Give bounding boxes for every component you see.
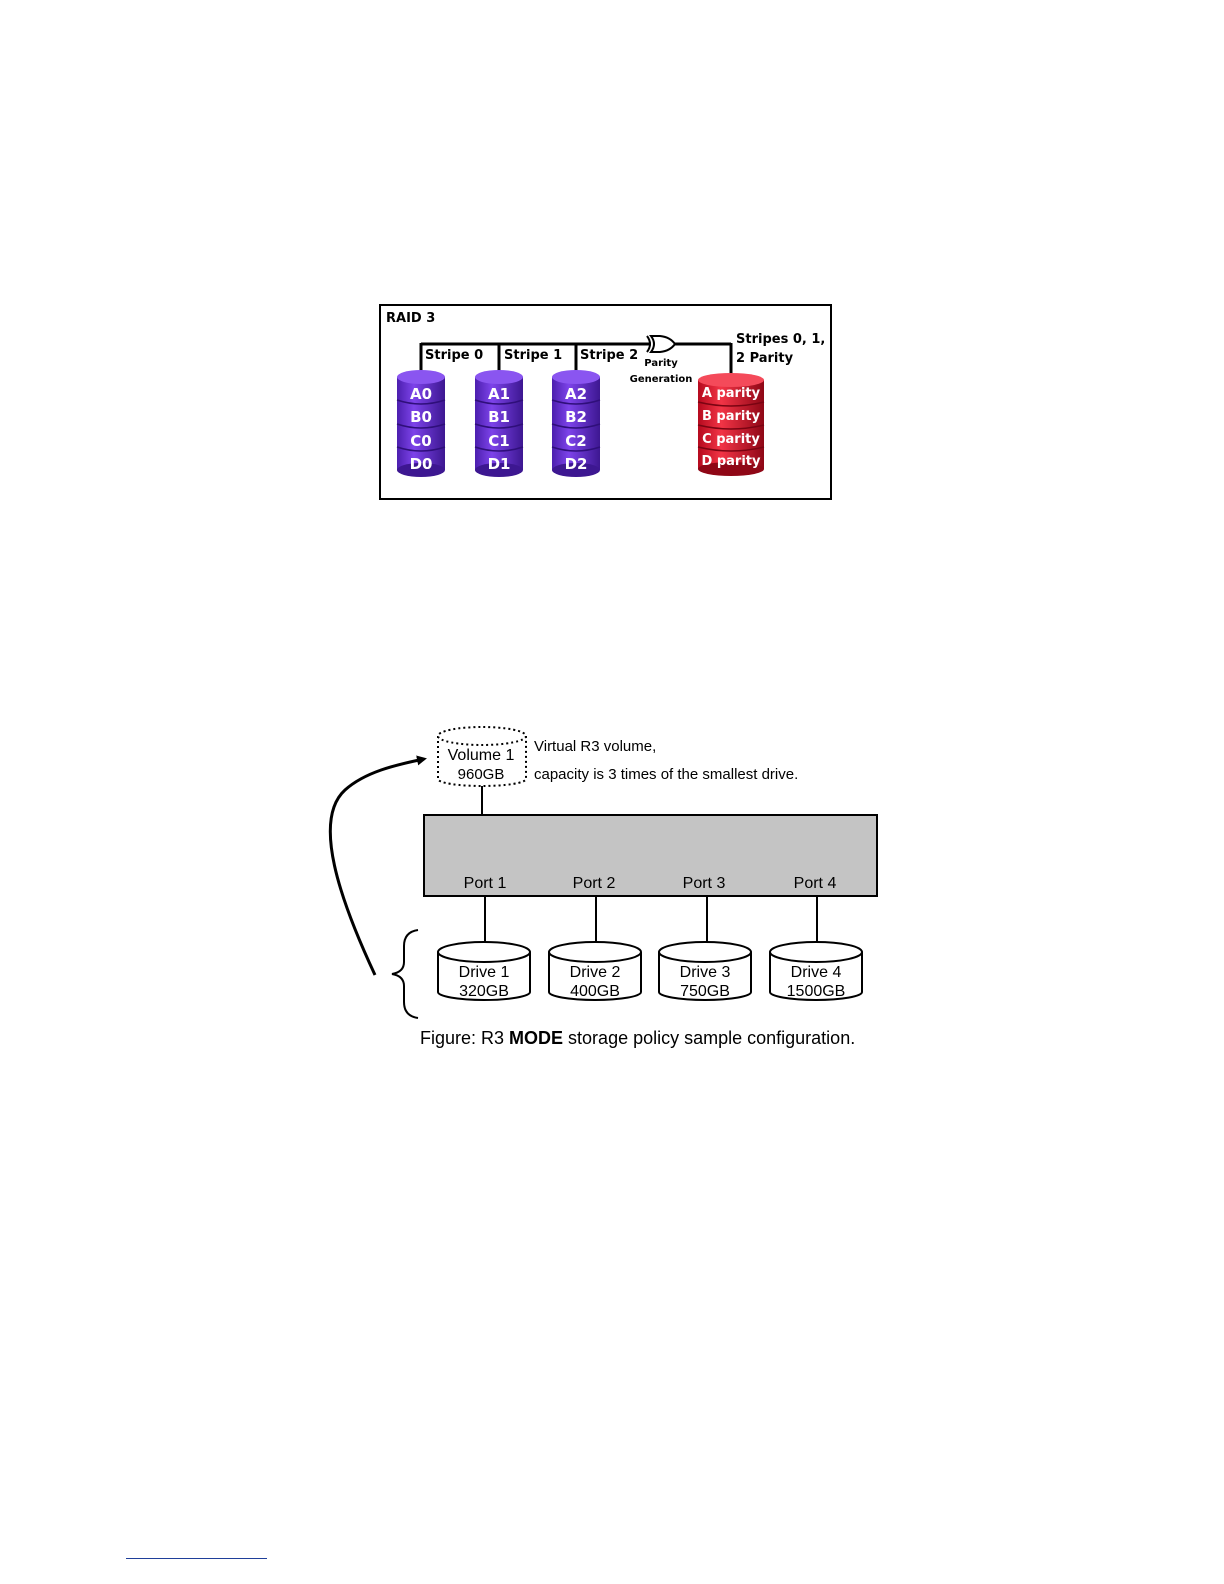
parity-block: D parity — [702, 454, 761, 469]
data-disk-2: A2 B2 C2 D2 — [551, 370, 601, 477]
volume-capacity: 960GB — [458, 766, 505, 783]
disk-body — [551, 370, 601, 477]
caption-suffix: storage policy sample configuration. — [563, 1028, 855, 1048]
data-disk-0: A0 B0 C0 D0 — [396, 370, 446, 477]
stripe-label-1: Stripe 1 — [504, 348, 562, 363]
disk-block: D0 — [410, 455, 433, 473]
parity-block: B parity — [702, 409, 761, 424]
caption-bold: MODE — [509, 1028, 563, 1048]
footnote-rule — [126, 1558, 267, 1559]
drive-capacity: 400GB — [570, 983, 620, 1000]
drive-3 — [658, 941, 752, 1001]
drive-capacity: 750GB — [680, 983, 730, 1000]
disk-block: C1 — [488, 432, 509, 450]
drive-name: Drive 1 — [459, 964, 510, 981]
stripe-label-0: Stripe 0 — [425, 348, 483, 363]
xor-gate-icon — [646, 335, 677, 353]
stripe-label-2: Stripe 2 — [580, 348, 638, 363]
disk-block: B1 — [488, 408, 510, 426]
volume-name: Volume 1 — [448, 747, 515, 764]
disk-block: B2 — [565, 408, 587, 426]
parity-block: A parity — [702, 386, 761, 401]
disk-block: C0 — [410, 432, 431, 450]
drive-name: Drive 3 — [680, 964, 731, 981]
drive-1 — [437, 941, 531, 1001]
disk-block: C2 — [565, 432, 586, 450]
drive-group-brace — [391, 929, 419, 1019]
disk-block: A1 — [488, 385, 510, 403]
parity-block: C parity — [702, 432, 760, 447]
drive-name: Drive 4 — [791, 964, 842, 981]
aggregation-arrow — [328, 755, 427, 976]
port-label-2: Port 2 — [573, 875, 616, 892]
drive-capacity: 1500GB — [787, 983, 846, 1000]
parity-disk: A parity B parity C parity D parity — [697, 373, 765, 476]
disk-block: A2 — [565, 385, 587, 403]
disk-block: D2 — [565, 455, 588, 473]
drive-2 — [548, 941, 642, 1001]
data-disk-1: A1 B1 C1 D1 — [474, 370, 524, 477]
parity-gate-label-1: Parity — [644, 358, 678, 369]
disk-body — [474, 370, 524, 477]
port-label-1: Port 1 — [464, 875, 507, 892]
raid3-title: RAID 3 — [386, 311, 435, 326]
disk-block: A0 — [410, 385, 432, 403]
drive-capacity: 320GB — [459, 983, 509, 1000]
figure-caption: Figure: R3 MODE storage policy sample co… — [420, 1028, 855, 1048]
port-label-4: Port 4 — [794, 875, 837, 892]
drive-name: Drive 2 — [570, 964, 621, 981]
virtual-volume — [437, 726, 527, 787]
port-label-3: Port 3 — [683, 875, 726, 892]
caption-prefix: Figure: R3 — [420, 1028, 509, 1048]
stripe-bus — [419, 342, 733, 376]
drive-4 — [769, 941, 863, 1001]
parity-output-label-2: 2 Parity — [736, 351, 794, 366]
parity-gate-label-2: Generation — [630, 374, 693, 385]
disk-body — [697, 373, 765, 476]
port-links — [484, 896, 818, 943]
storage-enclosure — [423, 814, 878, 897]
disk-block: D1 — [488, 455, 511, 473]
disk-block: B0 — [410, 408, 432, 426]
volume-note-line-2: capacity is 3 times of the smallest driv… — [534, 766, 798, 783]
disk-body — [396, 370, 446, 477]
parity-output-label-1: Stripes 0, 1, — [736, 332, 825, 347]
volume-note-line-1: Virtual R3 volume, — [534, 738, 656, 755]
raid3-diagram: RAID 3 Stripe 0 Stripe 1 Stripe 2 Parity… — [379, 304, 832, 500]
